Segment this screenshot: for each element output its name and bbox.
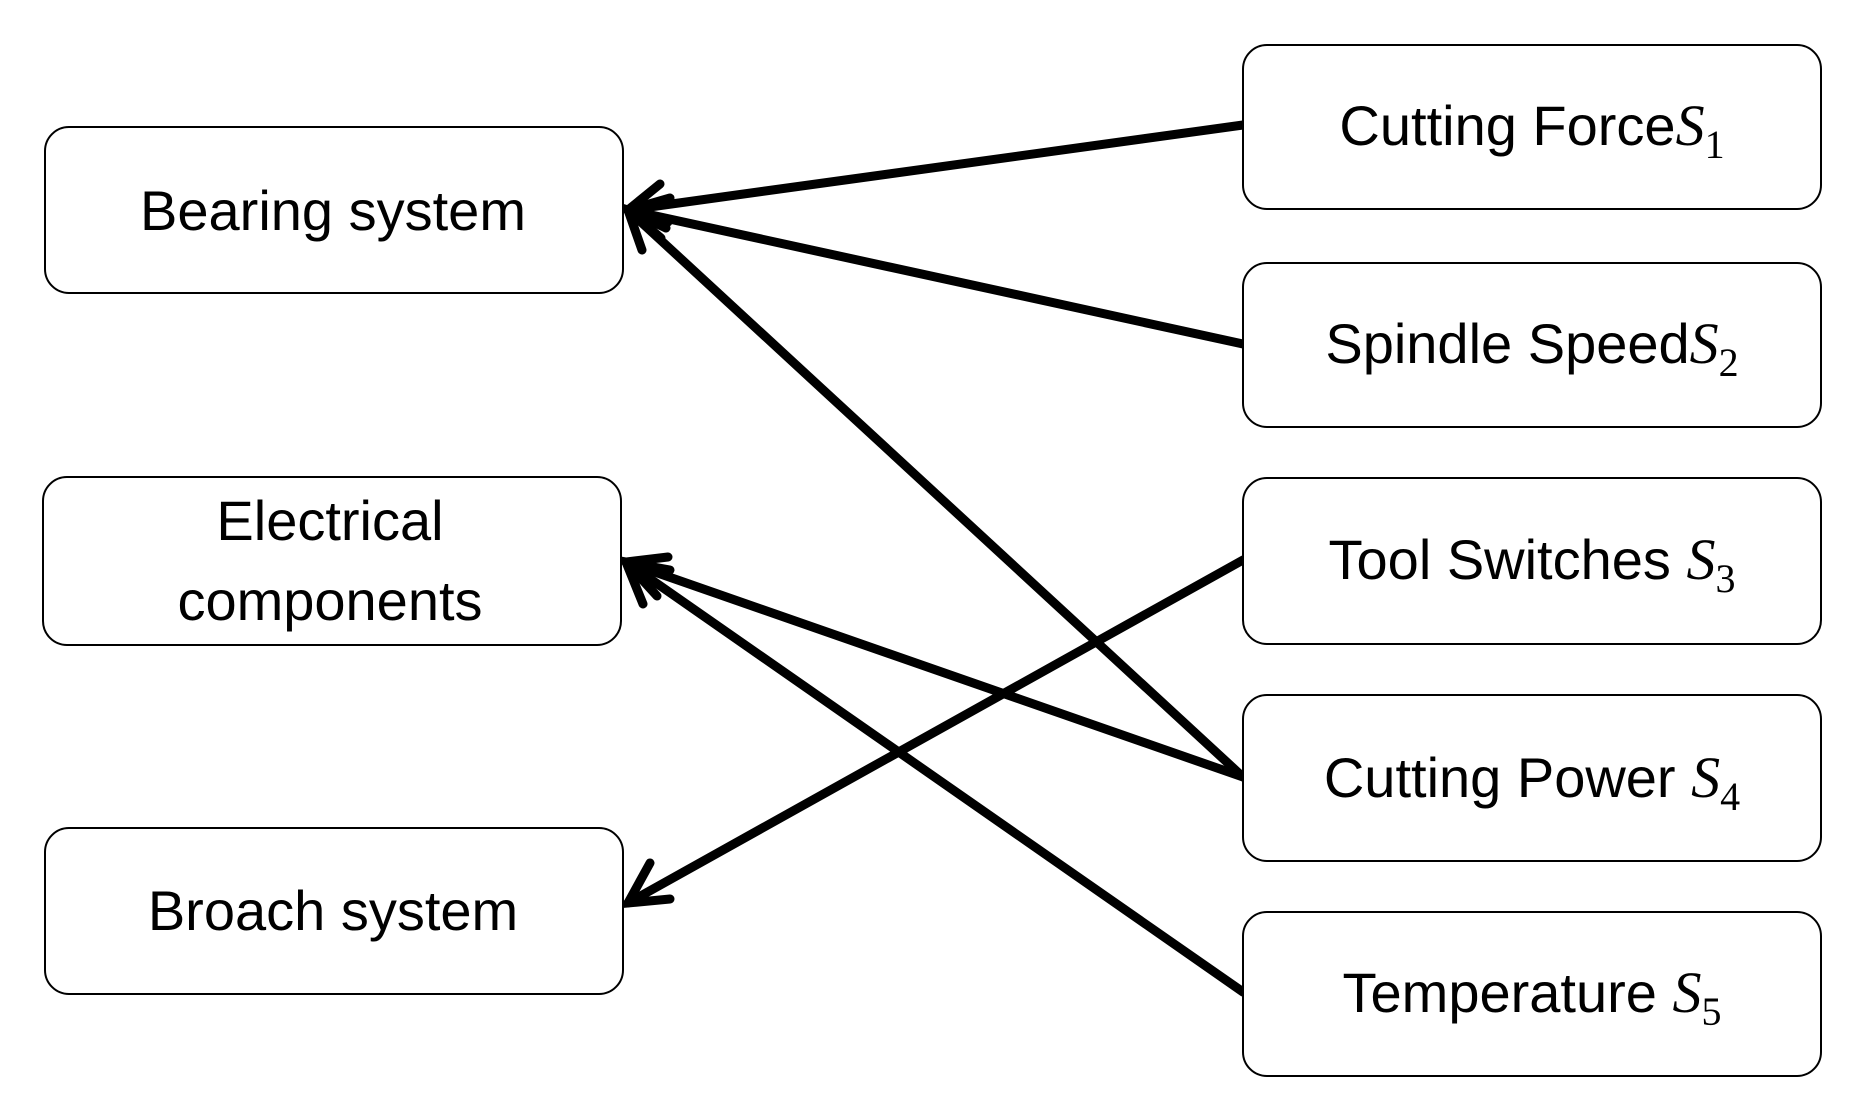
arrow-s1-to-bearing <box>623 120 1248 215</box>
source-symbol: S <box>1691 745 1720 810</box>
arrow-s4-to-electrical <box>621 557 1248 782</box>
box-label-line: components <box>177 569 482 632</box>
arrow-s5-to-electrical <box>621 557 1248 997</box>
svg-text:Temperature S5: Temperature S5 <box>1343 960 1722 1034</box>
box-cutting-power: Cutting Power S4 <box>1242 694 1822 862</box>
arrow-s3-to-broach <box>623 555 1248 908</box>
box-electrical-components: Electrical components <box>42 476 622 646</box>
box-spindle-speed: Spindle SpeedS2 <box>1242 262 1822 428</box>
source-symbol: S <box>1672 960 1701 1025</box>
svg-text:Bearing system: Bearing system <box>140 179 526 242</box>
box-temperature: Temperature S5 <box>1242 911 1822 1077</box>
source-subscript: 1 <box>1705 122 1725 167</box>
source-symbol: S <box>1690 311 1719 376</box>
svg-text:Cutting Power S4: Cutting Power S4 <box>1324 745 1740 819</box>
arrow-s2-to-bearing <box>623 205 1248 349</box>
source-symbol: S <box>1686 527 1715 592</box>
arrowhead-s4-to-bearing <box>620 203 673 255</box>
svg-text:Electrical: Electrical <box>216 489 443 552</box>
source-label: Spindle Speed <box>1325 312 1689 375</box>
svg-text:components: components <box>177 569 482 632</box>
source-label: Cutting Force <box>1339 94 1675 157</box>
box-broach-system: Broach system <box>44 827 624 995</box>
source-label: Temperature <box>1343 961 1673 1024</box>
box-label-line: Electrical <box>216 489 443 552</box>
box-bearing-system: Bearing system <box>44 126 624 294</box>
box-cutting-force: Cutting ForceS1 <box>1242 44 1822 210</box>
source-subscript: 3 <box>1715 556 1735 601</box>
svg-text:Broach system: Broach system <box>148 879 518 942</box>
source-subscript: 5 <box>1701 989 1721 1034</box>
source-subscript: 2 <box>1719 340 1739 385</box>
box-tool-switches: Tool Switches S3 <box>1242 477 1822 645</box>
arrowhead-s5-to-electrical <box>618 556 675 609</box>
box-label-line: Broach system <box>148 879 518 942</box>
svg-text:Spindle SpeedS2: Spindle SpeedS2 <box>1325 311 1738 385</box>
connector-layer <box>616 120 1248 997</box>
svg-text:Cutting ForceS1: Cutting ForceS1 <box>1339 93 1724 167</box>
source-symbol: S <box>1676 93 1705 158</box>
source-label: Tool Switches <box>1329 528 1687 591</box>
source-subscript: 4 <box>1720 774 1740 819</box>
arrowhead-s3-to-broach <box>619 858 675 909</box>
box-label-line: Bearing system <box>140 179 526 242</box>
arrow-s4-to-bearing <box>623 205 1248 782</box>
svg-text:Tool Switches S3: Tool Switches S3 <box>1329 527 1736 601</box>
source-label: Cutting Power <box>1324 746 1691 809</box>
